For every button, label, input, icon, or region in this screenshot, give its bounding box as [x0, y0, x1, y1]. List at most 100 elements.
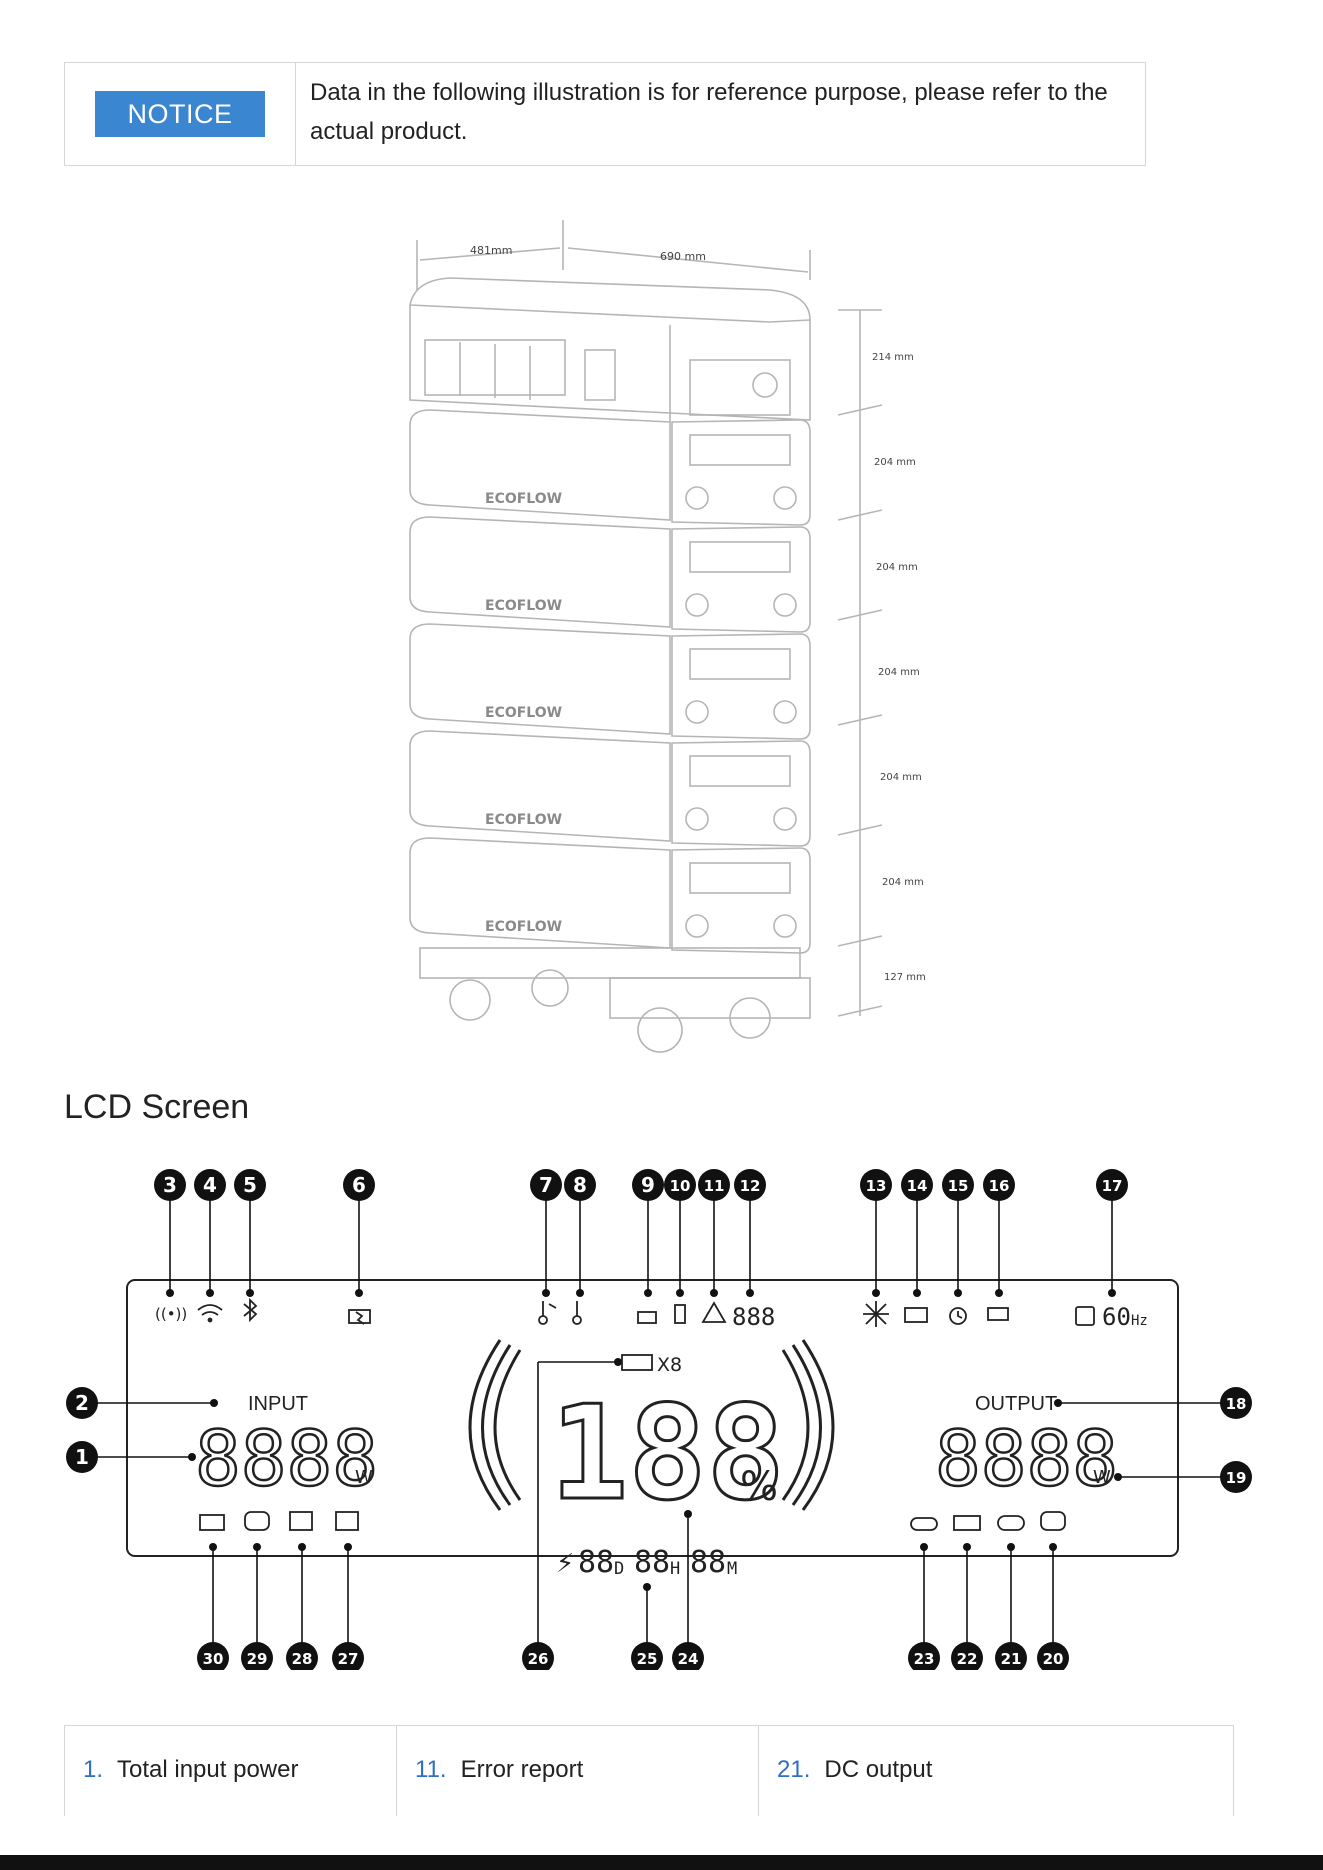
svg-text:30: 30 [203, 1650, 224, 1668]
dimension-depth-label: 690 mm [660, 250, 706, 263]
dimension-height-4: 204 mm [878, 667, 920, 678]
legend-item-number: 11. [415, 1756, 447, 1783]
usb-a-output-icon [953, 1515, 981, 1531]
callout-20: 20 [1037, 1642, 1069, 1670]
legend-item-label: Total input power [117, 1756, 299, 1783]
svg-text:1: 1 [75, 1445, 89, 1469]
callout-1: 1 [66, 1441, 98, 1473]
callout-15: 15 [942, 1169, 974, 1201]
battery-count: X8 [657, 1354, 682, 1376]
ups-battery-icon [987, 1307, 1009, 1321]
dimension-height-7: 127 mm [884, 972, 926, 983]
dc5521-output-icon [997, 1515, 1025, 1531]
output-power-digits: 8888 [935, 1414, 1118, 1503]
svg-text:10: 10 [670, 1177, 691, 1195]
output-label: OUTPUT [975, 1393, 1057, 1415]
svg-text:19: 19 [1226, 1469, 1247, 1487]
brand-logo-3: ECOFLOW [485, 705, 562, 721]
callout-17: 17 [1096, 1169, 1128, 1201]
callout-6: 6 [343, 1169, 375, 1201]
svg-text:7: 7 [539, 1173, 553, 1197]
svg-text:8: 8 [573, 1173, 587, 1197]
bluetooth-icon [243, 1297, 258, 1323]
dimension-height-3: 204 mm [876, 562, 918, 573]
time-hours-unit: H [670, 1559, 680, 1579]
legend-item-21: 21.DC output [758, 1726, 1234, 1816]
svg-text:12: 12 [740, 1177, 761, 1195]
lcd-frame [126, 1279, 1179, 1557]
section-title: LCD Screen [64, 1088, 250, 1126]
callout-14: 14 [901, 1169, 933, 1201]
dimension-height-5: 204 mm [880, 772, 922, 783]
dimension-height-1: 214 mm [872, 352, 914, 363]
callout-9: 9 [632, 1169, 664, 1201]
brand-logo-5: ECOFLOW [485, 919, 562, 935]
time-days-unit: D [614, 1559, 624, 1579]
legend-item-number: 21. [777, 1756, 811, 1783]
time-minutes-unit: M [727, 1559, 737, 1579]
callout-12: 12 [734, 1169, 766, 1201]
error-code-digits: 888 [732, 1303, 775, 1331]
svg-text:17: 17 [1102, 1177, 1123, 1195]
svg-text:3: 3 [163, 1173, 177, 1197]
dimension-height-2: 204 mm [874, 457, 916, 468]
time-hours-digits: 88 [634, 1545, 670, 1580]
notice-box: NOTICE Data in the following illustratio… [64, 62, 1146, 166]
brand-logo-2: ECOFLOW [485, 598, 562, 614]
svg-text:6: 6 [352, 1173, 366, 1197]
frequency-digits: 60 [1102, 1303, 1131, 1331]
callout-21: 21 [995, 1642, 1027, 1670]
battery-pack-icon [904, 1307, 928, 1323]
dimension-width-label: 481mm [470, 244, 512, 257]
svg-text:18: 18 [1226, 1395, 1247, 1413]
input-power-digits: 8888 [195, 1414, 378, 1503]
callout-26: 26 [522, 1642, 554, 1670]
callout-11: 11 [698, 1169, 730, 1201]
callout-7: 7 [530, 1169, 562, 1201]
svg-text:2: 2 [75, 1391, 89, 1415]
right-chevron-outer [781, 1349, 810, 1501]
timer-icon [949, 1307, 967, 1325]
legend-table: 1.Total input power 11.Error report 21.D… [64, 1725, 1234, 1816]
low-temperature-icon [542, 1301, 557, 1316]
svg-text:5: 5 [243, 1173, 257, 1197]
callout-27: 27 [332, 1642, 364, 1670]
charging-battery-icon [348, 1309, 371, 1324]
callout-28: 28 [286, 1642, 318, 1670]
usb-c-output-icon [910, 1517, 938, 1531]
callout-29: 29 [241, 1642, 273, 1670]
svg-text:24: 24 [678, 1650, 699, 1668]
callout-18: 18 [1220, 1387, 1252, 1419]
svg-text:16: 16 [989, 1177, 1010, 1195]
ac-input-icon [199, 1514, 225, 1531]
frequency-unit: Hz [1131, 1313, 1148, 1329]
ac-outlet-icon [1075, 1306, 1095, 1326]
input-power-unit: W [355, 1467, 373, 1488]
callout-10: 10 [664, 1169, 696, 1201]
output-power-unit: W [1093, 1467, 1111, 1488]
svg-text:13: 13 [866, 1177, 887, 1195]
battery-count-icon [621, 1354, 653, 1371]
callout-19: 19 [1220, 1461, 1252, 1493]
callout-2: 2 [66, 1387, 98, 1419]
callout-30: 30 [197, 1642, 229, 1670]
car-output-icon [1040, 1511, 1066, 1531]
callout-24: 24 [672, 1642, 704, 1670]
notice-text: Data in the following illustration is fo… [310, 79, 1108, 145]
wifi-icon [197, 1304, 223, 1316]
product-dimension-figure: 481mm 690 mm 214 mm 204 mm 204 mm 204 mm… [409, 220, 926, 1053]
battery-heating-icon [637, 1311, 657, 1324]
svg-text:27: 27 [338, 1650, 359, 1668]
warning-icon [701, 1301, 727, 1323]
dimension-height-6: 204 mm [882, 877, 924, 888]
callout-3: 3 [154, 1169, 186, 1201]
callout-23: 23 [908, 1642, 940, 1670]
svg-text:29: 29 [247, 1650, 268, 1668]
notice-label-cell: NOTICE [65, 63, 296, 165]
svg-text:11: 11 [704, 1177, 725, 1195]
legend-item-11: 11.Error report [396, 1726, 758, 1816]
svg-text:14: 14 [907, 1177, 928, 1195]
battery-alert-icon [674, 1304, 686, 1324]
callout-4: 4 [194, 1169, 226, 1201]
